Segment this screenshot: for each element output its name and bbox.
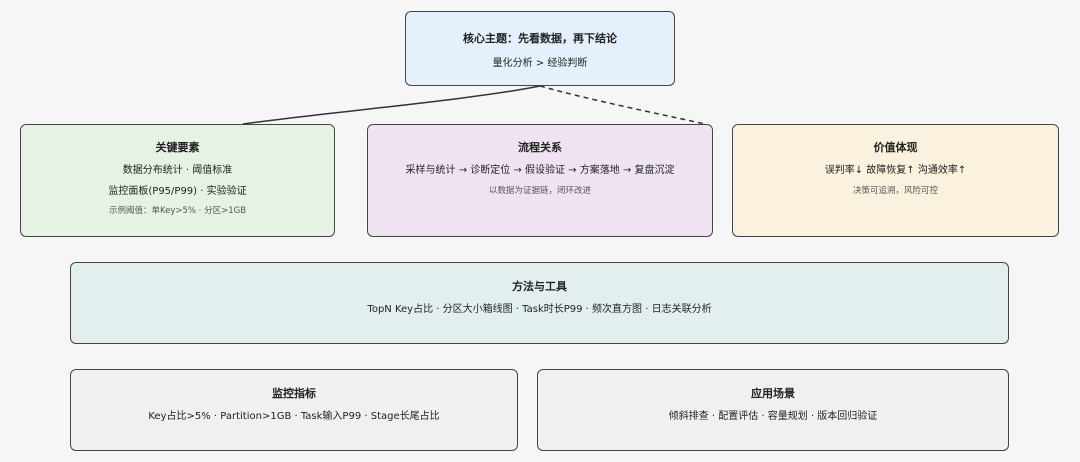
methods-tools-title: 方法与工具 bbox=[512, 280, 567, 293]
flow-node: 流程关系 采样与统计 → 诊断定位 → 假设验证 → 方案落地 → 复盘沉淀 以… bbox=[367, 124, 713, 237]
core-theme-title: 核心主题：先看数据，再下结论 bbox=[463, 32, 617, 45]
connector-root-to-key bbox=[242, 85, 541, 125]
flow-line: 采样与统计 → 诊断定位 → 假设验证 → 方案落地 → 复盘沉淀 bbox=[405, 165, 675, 176]
monitor-metrics-node: 监控指标 Key占比>5% · Partition>1GB · Task输入P9… bbox=[70, 369, 518, 451]
value-title: 价值体现 bbox=[873, 141, 918, 154]
core-theme-line: 量化分析 > 经验判断 bbox=[492, 58, 588, 69]
application-scenarios-node: 应用场景 倾斜排查 · 配置评估 · 容量规划 · 版本回归验证 bbox=[537, 369, 1009, 451]
value-node: 价值体现 误判率↓ 故障恢复↑ 沟通效率↑ 决策可追溯，风险可控 bbox=[732, 124, 1059, 237]
connector-root-to-value bbox=[539, 85, 706, 125]
application-scenarios-title: 应用场景 bbox=[751, 387, 795, 400]
key-elements-title: 关键要素 bbox=[155, 141, 200, 154]
methods-tools-line: TopN Key占比 · 分区大小箱线图 · Task时长P99 · 频次直方图… bbox=[367, 304, 712, 315]
methods-tools-node: 方法与工具 TopN Key占比 · 分区大小箱线图 · Task时长P99 ·… bbox=[70, 262, 1009, 344]
application-scenarios-line: 倾斜排查 · 配置评估 · 容量规划 · 版本回归验证 bbox=[668, 411, 878, 422]
flow-title: 流程关系 bbox=[518, 141, 562, 154]
key-elements-line-2: 监控面板(P95/P99) · 实验验证 bbox=[108, 186, 247, 197]
key-elements-node: 关键要素 数据分布统计 · 阈值标准 监控面板(P95/P99) · 实验验证 … bbox=[20, 124, 335, 237]
key-elements-line-1: 数据分布统计 · 阈值标准 bbox=[122, 165, 233, 176]
flow-sub: 以数据为证据链，闭环改进 bbox=[488, 186, 591, 196]
monitor-metrics-title: 监控指标 bbox=[272, 387, 316, 400]
value-line: 误判率↓ 故障恢复↑ 沟通效率↑ bbox=[824, 165, 967, 176]
core-theme-node: 核心主题：先看数据，再下结论 量化分析 > 经验判断 bbox=[405, 11, 675, 86]
key-elements-sub: 示例阈值：单Key>5% · 分区>1GB bbox=[108, 206, 247, 216]
monitor-metrics-line: Key占比>5% · Partition>1GB · Task输入P99 · S… bbox=[148, 411, 440, 422]
value-sub: 决策可追溯，风险可控 bbox=[852, 186, 938, 196]
